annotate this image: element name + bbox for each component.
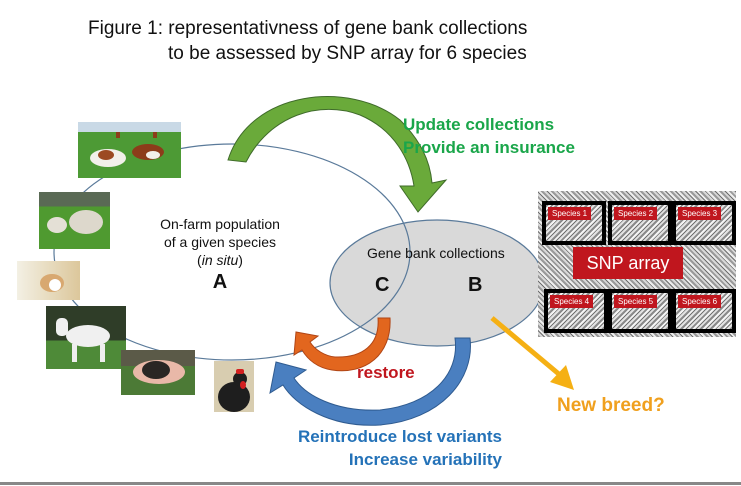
new-breed-label: New breed? <box>557 395 665 416</box>
chicken-icon <box>218 369 250 412</box>
reintroduce-label-line2: Increase variability <box>348 450 502 469</box>
species-box-5: Species 5 <box>608 289 672 333</box>
photo-goat <box>17 261 80 300</box>
reintroduce-label-line1: Reintroduce lost variants <box>297 427 502 446</box>
population-line3: (in situ) <box>197 252 243 268</box>
pig-icon <box>133 360 185 384</box>
reintroduce-label: Reintroduce lost variants Increase varia… <box>292 425 502 471</box>
update-label-line2: Provide an insurance <box>403 138 575 157</box>
species-tag-1: Species 1 <box>548 207 592 220</box>
restore-label: restore <box>357 363 415 382</box>
update-arrow <box>227 96 448 213</box>
population-ellipse <box>53 143 411 361</box>
species-box-3: Species 3 <box>672 201 736 245</box>
new-breed-arrow-head <box>550 365 574 390</box>
bottom-divider <box>0 482 741 485</box>
update-label-line1: Update collections <box>403 115 555 134</box>
species-box-2: Species 2 <box>608 201 672 245</box>
population-line2: of a given species <box>163 234 277 250</box>
horse-icon <box>56 318 110 362</box>
restore-arrow <box>293 317 391 372</box>
photo-cows <box>78 122 181 178</box>
species-box-4: Species 4 <box>544 289 608 333</box>
snp-array-title: SNP array <box>573 247 683 279</box>
gene-bank-label: Gene bank collections <box>367 245 505 261</box>
species-tag-3: Species 3 <box>678 207 722 220</box>
photo-sheep <box>39 192 110 249</box>
photo-horse <box>46 306 126 369</box>
gene-bank-letter-b: B <box>468 274 483 296</box>
overlap-letter-c: C <box>375 274 390 296</box>
sheep-icon <box>47 210 103 234</box>
species-tag-5: Species 5 <box>614 295 658 308</box>
update-label: Update collections Provide an insurance <box>403 113 575 159</box>
species-box-1: Species 1 <box>542 201 606 245</box>
cows-icon <box>90 132 164 167</box>
population-letter-a: A <box>212 271 228 293</box>
gene-bank-ellipse <box>329 219 545 347</box>
population-line1: On-farm population <box>160 216 280 232</box>
new-breed-arrow-shaft <box>490 316 562 377</box>
reintroduce-arrow <box>269 337 471 426</box>
snp-array-panel: Species 1 Species 2 Species 3 SNP array … <box>538 191 736 337</box>
population-label: On-farm population of a given species (i… <box>120 215 320 293</box>
species-tag-2: Species 2 <box>614 207 658 220</box>
figure-title: Figure 1: representativness of gene bank… <box>88 16 527 66</box>
goat-icon <box>40 274 64 292</box>
figure-title-line1: Figure 1: representativness of gene bank… <box>88 18 528 39</box>
figure-title-line2: to be assessed by SNP array for 6 specie… <box>168 43 527 64</box>
species-tag-4: Species 4 <box>550 295 594 308</box>
photo-pig <box>121 350 195 395</box>
species-tag-6: Species 6 <box>678 295 722 308</box>
species-box-6: Species 6 <box>672 289 736 333</box>
photo-chicken <box>214 361 254 412</box>
